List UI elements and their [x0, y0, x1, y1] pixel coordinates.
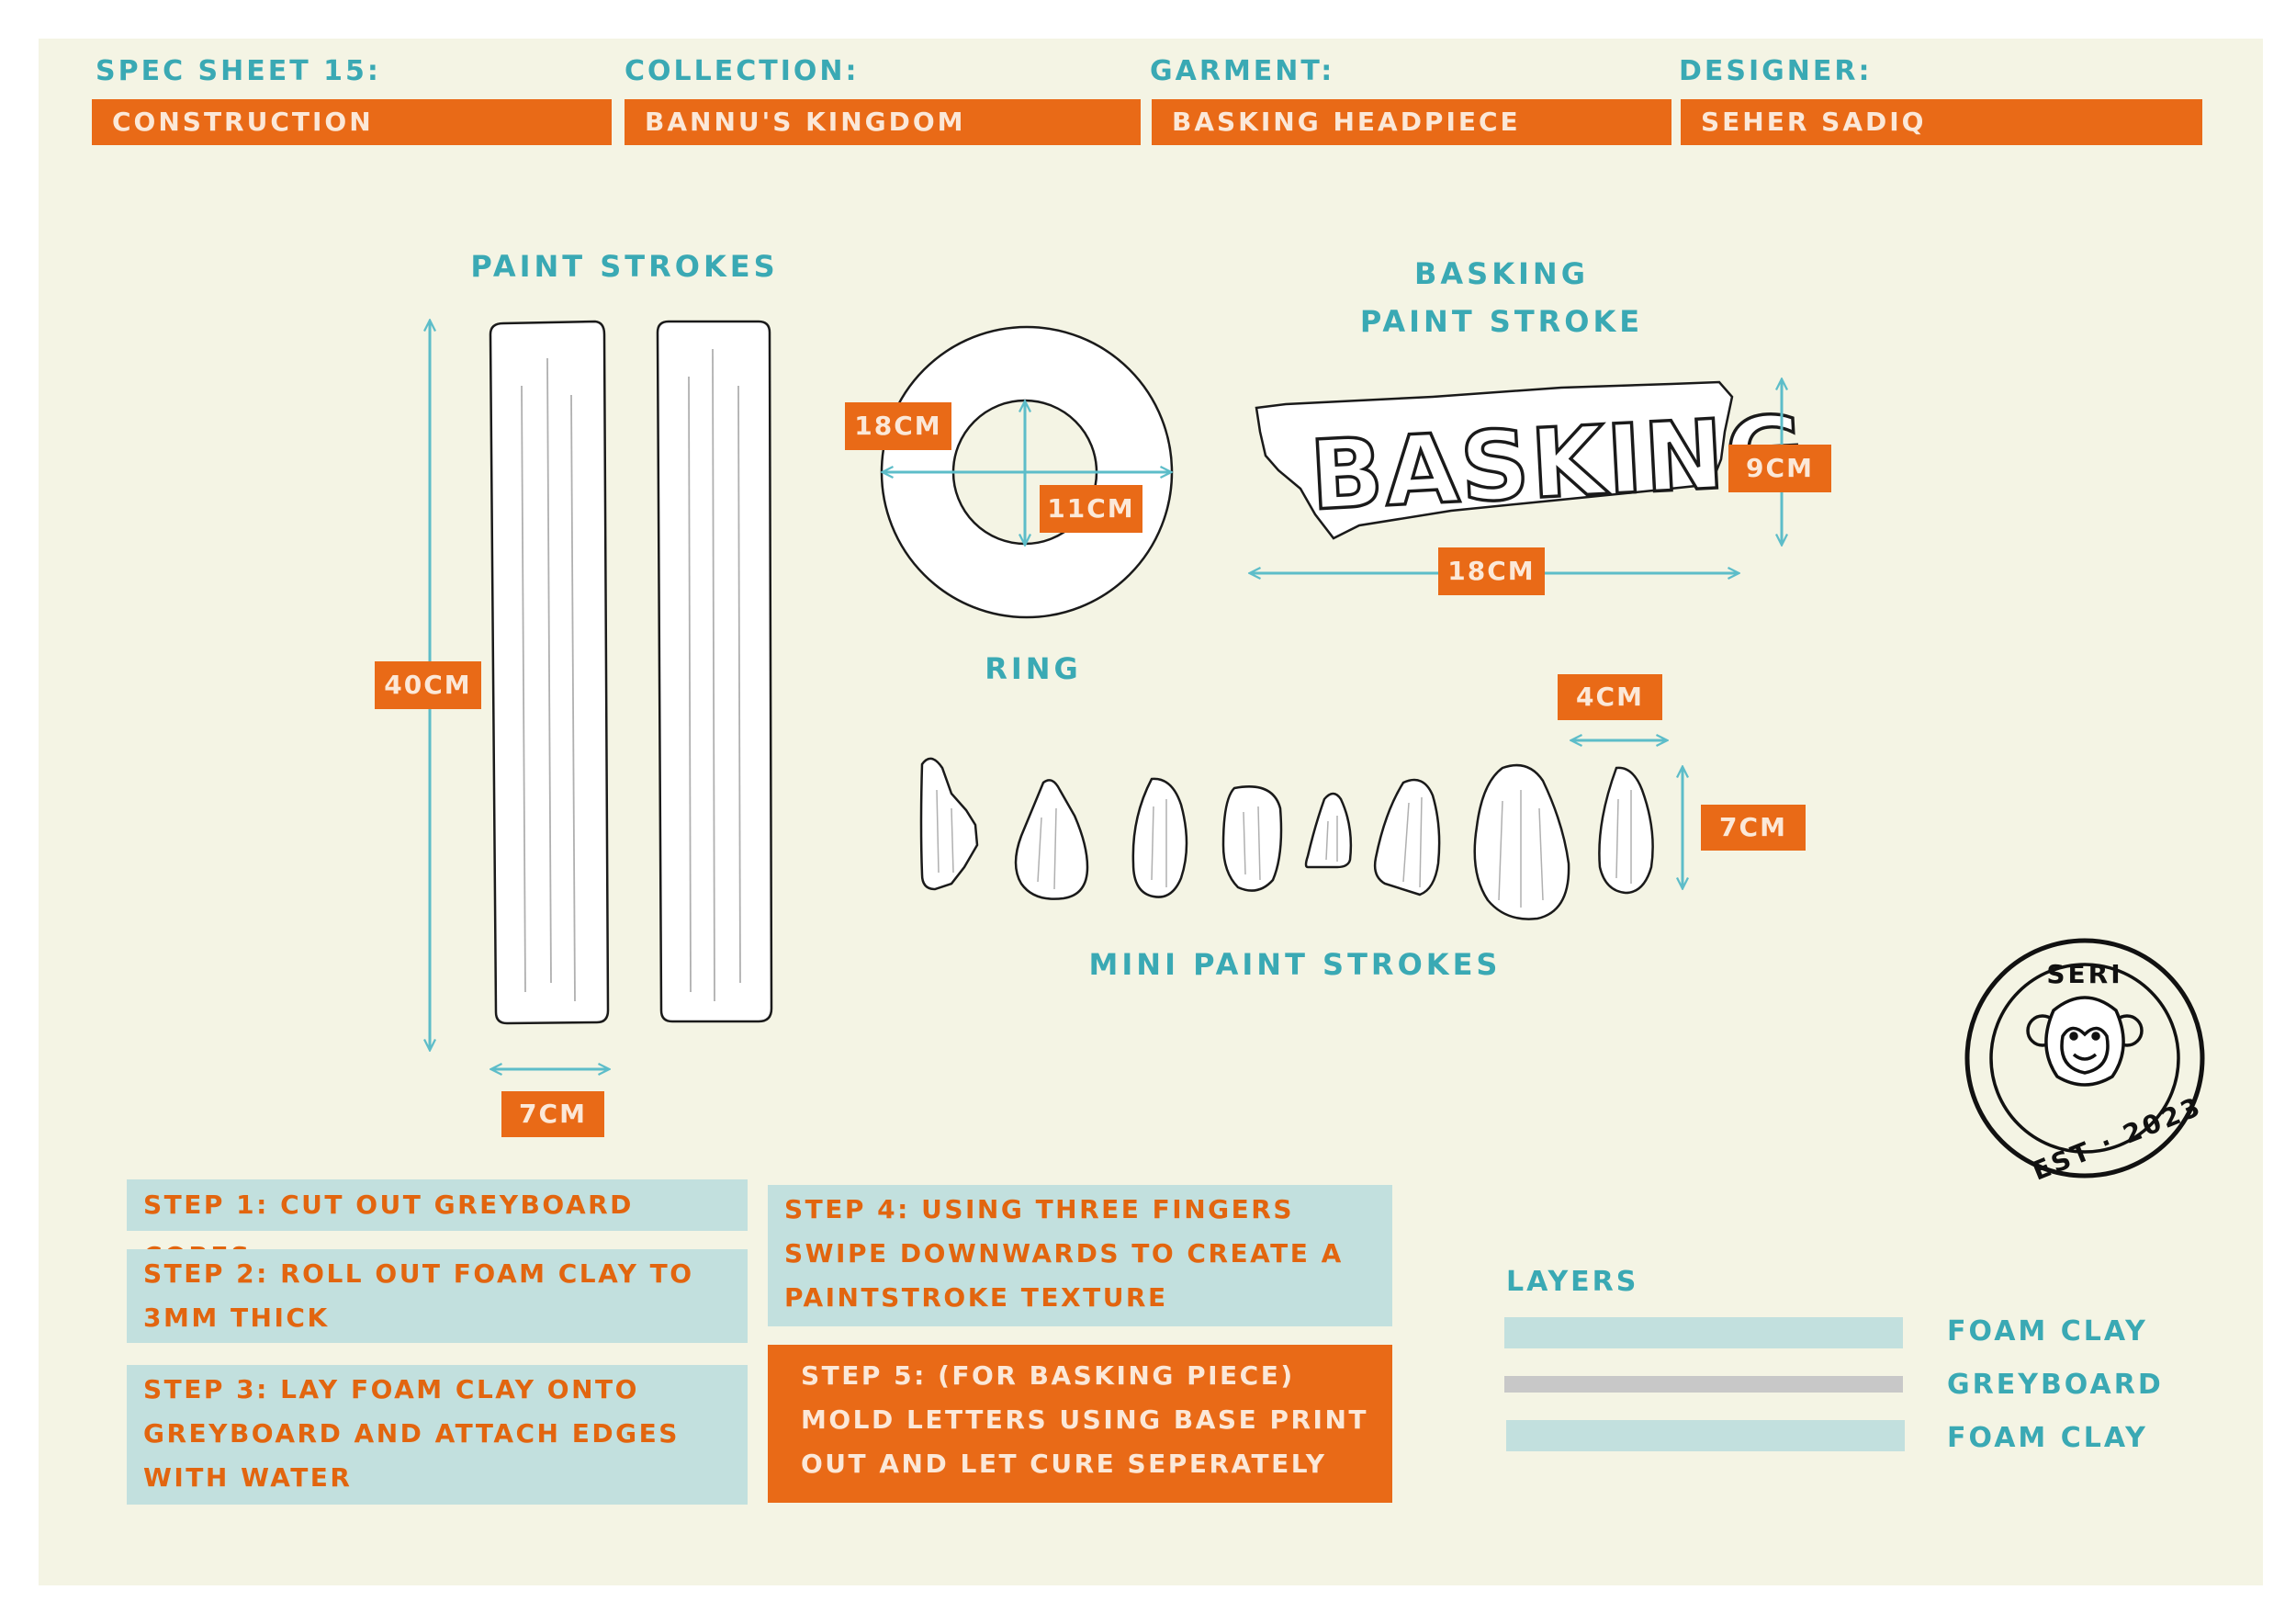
step-1: STEP 1: CUT OUT GREYBOARD CORES — [127, 1179, 748, 1271]
collection-label: COLLECTION: — [625, 55, 860, 87]
ring-inner-label: 11CM — [1040, 485, 1142, 533]
monkey-face-icon — [2026, 996, 2144, 1087]
strokes-width-label: 7CM — [501, 1091, 604, 1137]
ring-title: RING — [985, 651, 1082, 686]
paint-stroke-strip-2 — [656, 320, 773, 1023]
layers-title: LAYERS — [1506, 1266, 1639, 1298]
logo-top-text: SERI — [2046, 959, 2122, 989]
layer-bar-foam-clay-bottom — [1506, 1420, 1905, 1451]
basking-title-line2: PAINT STROKE — [1359, 304, 1644, 339]
mini-stroke-6 — [1373, 778, 1441, 897]
seri-logo: SERI EST · 2023 — [1964, 938, 2207, 1187]
layer-bar-foam-clay-top — [1504, 1317, 1903, 1348]
mini-stroke-3 — [1131, 777, 1188, 898]
basking-title-line1: BASKING — [1414, 256, 1589, 291]
mini-stroke-5 — [1304, 792, 1353, 869]
step-3: STEP 3: LAY FOAM CLAY ONTO GREYBOARD AND… — [127, 1365, 748, 1505]
ring-outer-label: 18CM — [845, 402, 951, 450]
mini-stroke-7 — [1473, 763, 1570, 920]
mini-width-label: 4CM — [1558, 674, 1662, 720]
basking-width-label: 18CM — [1438, 547, 1545, 595]
collection-value: BANNU'S KINGDOM — [625, 99, 1141, 145]
basking-paint-stroke: BASKING — [1255, 380, 1810, 540]
spec-sheet-value: CONSTRUCTION — [92, 99, 612, 145]
layer-label-greyboard: GREYBOARD — [1947, 1369, 2164, 1401]
layer-bar-greyboard — [1504, 1376, 1903, 1393]
step-2: STEP 2: ROLL OUT FOAM CLAY TO 3MM THICK — [127, 1249, 748, 1343]
paint-strokes-title: PAINT STROKES — [470, 249, 779, 284]
designer-value: SEHER SADIQ — [1681, 99, 2202, 145]
designer-label: DESIGNER: — [1679, 55, 1873, 87]
mini-stroke-1 — [919, 757, 979, 891]
layer-label-foam-clay-top: FOAM CLAY — [1947, 1315, 2148, 1348]
step-5: STEP 5: (FOR BASKING PIECE) MOLD LETTERS… — [768, 1345, 1392, 1503]
step-4: STEP 4: USING THREE FINGERS SWIPE DOWNWA… — [768, 1185, 1392, 1326]
mini-stroke-4 — [1221, 785, 1283, 892]
mini-paint-strokes-title: MINI PAINT STROKES — [1088, 947, 1502, 982]
mini-paint-strokes — [919, 757, 1654, 920]
mini-height-label: 7CM — [1701, 805, 1806, 851]
basking-word: BASKING — [1307, 394, 1808, 532]
garment-label: GARMENT: — [1150, 55, 1335, 87]
basking-height-label: 9CM — [1728, 445, 1831, 492]
mini-stroke-8 — [1598, 766, 1654, 895]
garment-value: BASKING HEADPIECE — [1152, 99, 1671, 145]
strokes-height-label: 40CM — [375, 661, 481, 709]
spec-sheet-label: SPEC SHEET 15: — [96, 55, 381, 87]
paint-stroke-strip-1 — [489, 320, 610, 1025]
mini-stroke-2 — [1014, 779, 1089, 900]
layer-label-foam-clay-bottom: FOAM CLAY — [1947, 1422, 2148, 1454]
